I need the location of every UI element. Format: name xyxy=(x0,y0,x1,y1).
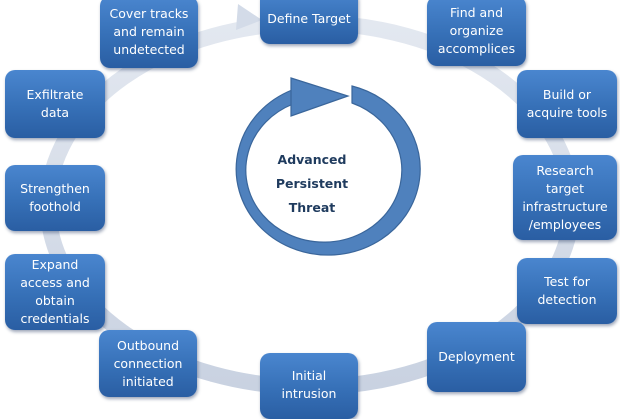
step-define-target: Define Target xyxy=(260,0,358,44)
step-deployment: Deployment xyxy=(427,322,526,392)
step-build-tools: Build or acquire tools xyxy=(517,70,617,138)
step-expand-access: Expand access and obtain credentials xyxy=(5,254,105,330)
center-title: Advanced Persistent Threat xyxy=(275,152,349,215)
step-cover-tracks: Cover tracks and remain undetected xyxy=(100,0,198,68)
step-outbound-connection: Outbound connection initiated xyxy=(99,330,197,397)
center-circular-arrow-icon xyxy=(235,77,421,256)
outer-ring-arrowhead xyxy=(236,4,262,30)
step-research-target: Research target infrastructure /employee… xyxy=(513,155,617,240)
step-initial-intrusion: Initial intrusion xyxy=(260,353,358,419)
step-strengthen-foothold: Strengthen foothold xyxy=(5,165,105,231)
step-exfiltrate-data: Exfiltrate data xyxy=(5,70,105,138)
step-test-detection: Test for detection xyxy=(517,258,617,324)
step-find-accomplices: Find and organize accomplices xyxy=(427,0,526,66)
